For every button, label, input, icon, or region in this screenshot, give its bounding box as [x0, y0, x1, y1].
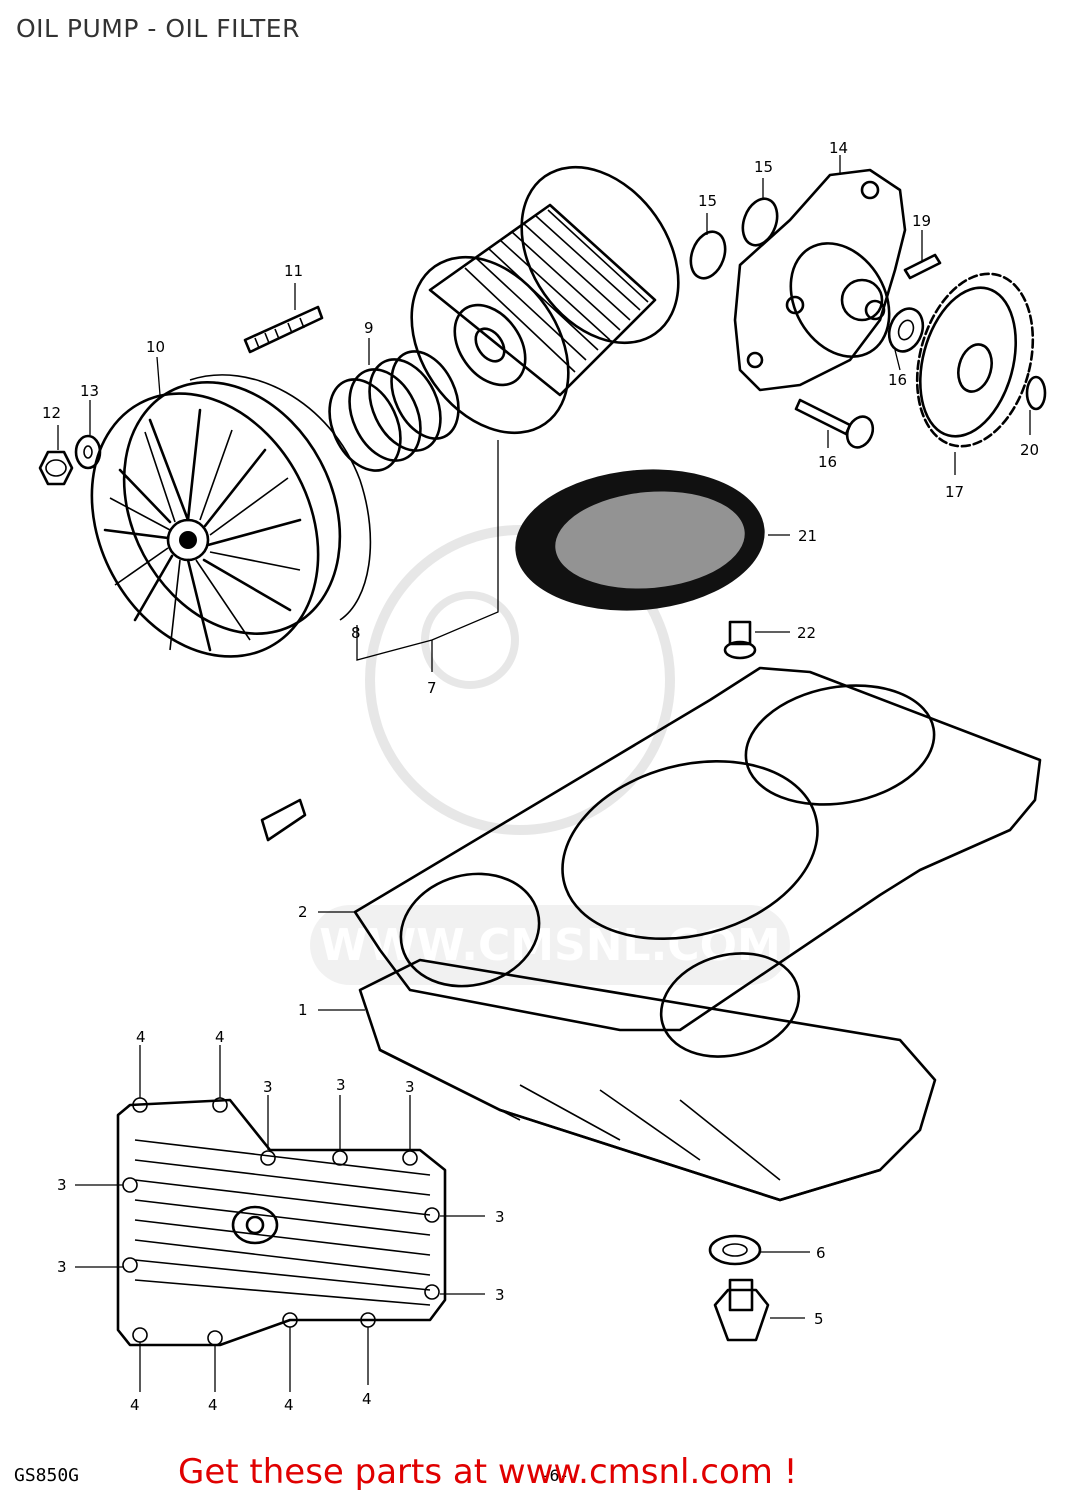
- part-22-bolt: [723, 620, 757, 660]
- callout-14: 14: [829, 139, 848, 157]
- callout-6: 6: [816, 1244, 826, 1262]
- part-9-spring: [328, 350, 460, 472]
- callout-2: 2: [298, 903, 308, 921]
- callout-13: 13: [80, 382, 99, 400]
- callout-10: 10: [146, 338, 165, 356]
- part-14-oil-pump: [733, 168, 907, 392]
- callout-4-b: 4: [215, 1028, 225, 1046]
- callout-20: 20: [1020, 441, 1039, 459]
- callout-4-d: 4: [208, 1396, 218, 1414]
- callout-4-c: 4: [130, 1396, 140, 1414]
- part-5-drain-plug: [713, 1278, 770, 1342]
- callout-22: 22: [797, 624, 816, 642]
- callout-12: 12: [42, 404, 61, 422]
- callout-3-d: 3: [57, 1176, 67, 1194]
- callout-3-e: 3: [57, 1258, 67, 1276]
- part-10-filter-cover: [90, 381, 342, 658]
- callout-4-a: 4: [136, 1028, 146, 1046]
- part-16-washer: [887, 307, 925, 353]
- callout-4-e: 4: [284, 1396, 294, 1414]
- callout-21: 21: [798, 527, 817, 545]
- callout-3-b: 3: [336, 1076, 346, 1094]
- oil-pan-bottom-view: [116, 1097, 447, 1347]
- part-6-washer: [708, 1234, 762, 1266]
- page-number: -6-: [540, 1466, 569, 1485]
- callout-16b: 16: [818, 453, 837, 471]
- callout-15b: 15: [754, 158, 773, 176]
- promo-link[interactable]: Get these parts at www.cmsnl.com !: [178, 1452, 798, 1492]
- callout-3-g: 3: [495, 1286, 505, 1304]
- callout-9: 9: [364, 319, 374, 337]
- part-21-gasket: [515, 469, 765, 611]
- callout-3-f: 3: [495, 1208, 505, 1226]
- callout-8: 8: [351, 624, 361, 642]
- front-arrow-icon: [260, 798, 307, 842]
- callout-1: 1: [298, 1001, 308, 1019]
- callout-5: 5: [814, 1310, 824, 1328]
- part-19-pin: [903, 253, 942, 280]
- part-15-o-ring-a: [689, 230, 727, 280]
- leader-lines: [57, 155, 1031, 1392]
- callout-16a: 16: [888, 371, 907, 389]
- part-11-stud: [243, 305, 324, 354]
- page-title: OIL PUMP - OIL FILTER: [16, 14, 300, 43]
- watermark-logo: WWW.CMSNL.COM: [310, 525, 790, 985]
- part-17-drive-gear: [915, 272, 1035, 448]
- callout-11: 11: [284, 262, 303, 280]
- callout-17: 17: [945, 483, 964, 501]
- part-2-oil-pan-gasket: [353, 666, 1042, 1058]
- callout-labels: 12 13 10 11 9 8 7 15 15 14 19 16 16 17 2…: [42, 139, 1039, 1414]
- part-1-oil-pan: [358, 958, 937, 1202]
- callout-19: 19: [912, 212, 931, 230]
- callout-7: 7: [427, 679, 437, 697]
- part-8-o-ring: [189, 374, 372, 621]
- callout-15a: 15: [698, 192, 717, 210]
- callout-3-a: 3: [263, 1078, 273, 1096]
- part-12-cap-nut: [38, 450, 74, 486]
- part-15-o-ring-b: [741, 197, 779, 247]
- part-7-filter-element: [410, 165, 680, 435]
- model-code: GS850G: [14, 1465, 80, 1486]
- part-16-bolt: [794, 398, 875, 449]
- callout-3-c: 3: [405, 1078, 415, 1096]
- part-20-circlip: [1025, 375, 1047, 411]
- callout-4-f: 4: [362, 1390, 372, 1408]
